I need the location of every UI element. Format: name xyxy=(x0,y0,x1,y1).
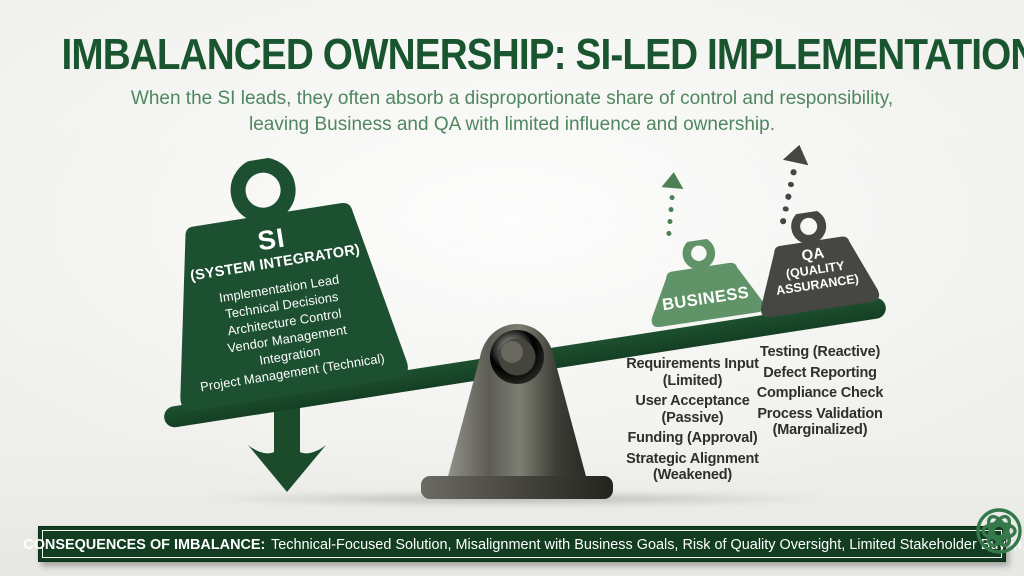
fulcrum-icon xyxy=(417,322,617,507)
subtitle-line-1: When the SI leads, they often absorb a d… xyxy=(130,88,894,109)
subtitle-line-2: leaving Business and QA with limited inf… xyxy=(249,114,775,135)
page-subtitle: When the SI leads, they often absorb a d… xyxy=(0,86,1024,138)
consequences-label: CONSEQUENCES OF IMBALANCE: xyxy=(22,535,265,553)
qa-impact-item: Compliance Check xyxy=(756,385,884,401)
business-impact-item: Requirements Input (Limited) xyxy=(626,356,759,389)
business-up-arrow-icon xyxy=(657,171,685,237)
qa-impact-item: Process Validation (Marginalized) xyxy=(757,405,883,439)
consequences-items: Technical-Focused Solution, Misalignment… xyxy=(270,535,1022,553)
business-weight: BUSINESS xyxy=(639,232,768,331)
consequences-text: CONSEQUENCES OF IMBALANCE: Technical-Focu… xyxy=(23,536,1021,553)
celtic-knot-logo-icon xyxy=(974,506,1024,561)
si-weight: SI (SYSTEM INTEGRATOR) Implementation Le… xyxy=(143,141,413,415)
page-title: IMBALANCED OWNERSHIP: SI-LED IMPLEMENTAT… xyxy=(61,30,1024,79)
consequences-banner: CONSEQUENCES OF IMBALANCE: Technical-Focu… xyxy=(23,526,1021,562)
arrowhead xyxy=(782,142,813,166)
qa-impact-item: Defect Reporting xyxy=(763,364,877,381)
qa-impact-item: Testing (Reactive) xyxy=(759,344,881,360)
down-arrow-icon xyxy=(246,404,328,497)
business-impact-item: Funding (Approval) xyxy=(627,430,758,446)
business-impact-item: Strategic Alignment (Weakened) xyxy=(626,450,759,484)
arrowhead xyxy=(661,171,685,190)
business-impact-item: User Acceptance (Passive) xyxy=(635,393,750,426)
qa-weight: QA (QUALITY ASSURANCE) xyxy=(745,203,882,320)
business-impact-list: Requirements Input (Limited) User Accepta… xyxy=(610,356,775,488)
